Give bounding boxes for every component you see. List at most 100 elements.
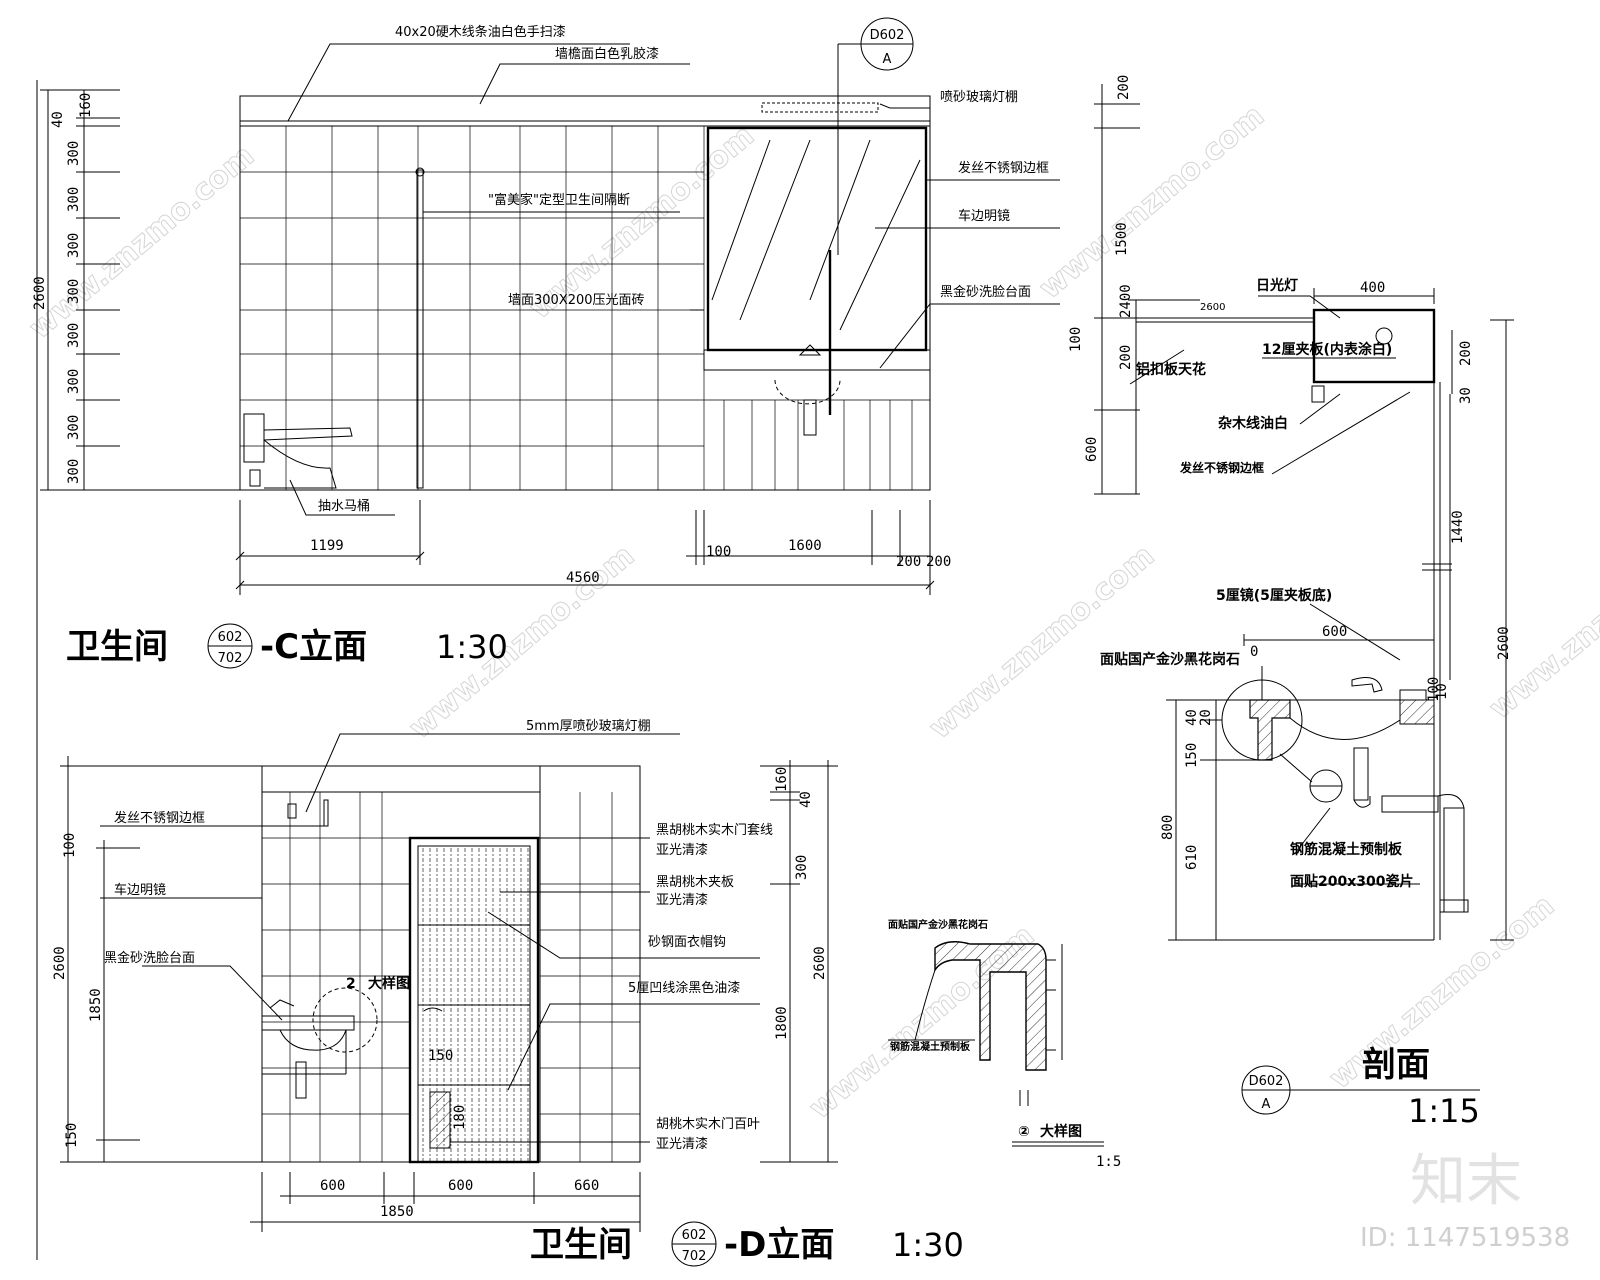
c-title: 卫生间: [66, 627, 168, 667]
c-dim-300-5: 300: [66, 323, 82, 348]
sec-dim-200: 200: [1118, 345, 1134, 370]
c-elevation: D602 A 40x20硬木线条油白色手扫漆 墙檐面白色乳胶漆 喷砂玻璃灯棚 "…: [32, 17, 1060, 669]
c-dim-1199: 1199: [310, 538, 344, 554]
c-label-eave: 墙檐面白色乳胶漆: [555, 46, 659, 62]
sec-dim-100-small: 100: [1426, 677, 1442, 702]
c-dim-300-7: 300: [66, 415, 82, 440]
detail-label-concrete: 钢筋混凝土预制板: [890, 1040, 971, 1053]
sec-dim-600: 600: [1084, 437, 1100, 462]
d-dim-150-left: 150: [64, 1123, 80, 1148]
sec-dim-40: 40: [1184, 709, 1200, 726]
section-view: 200 1500 2400 2600 100 200 600 400 200 3…: [1068, 75, 1514, 1130]
d-dim-2600-left: 2600: [52, 946, 68, 980]
d-detail-num: 2: [346, 976, 356, 992]
c-basin-top: [703, 349, 931, 371]
svg-text:www.znzmo.com: www.znzmo.com: [923, 538, 1161, 746]
svg-text:www.znzmo.com: www.znzmo.com: [1483, 518, 1600, 726]
sec-dim-100: 100: [1068, 327, 1084, 352]
detail-title: 大样图: [1040, 1123, 1082, 1140]
d-dim-660: 660: [574, 1178, 599, 1194]
sec-dim-20: 20: [1198, 709, 1214, 726]
c-dim-100: 100: [706, 544, 731, 560]
d-leaders: [100, 733, 760, 1143]
c-dim-160: 160: [78, 93, 94, 118]
d-dims-right: [760, 760, 838, 1163]
d-label-door-panel-2: 亚光清漆: [656, 892, 708, 908]
c-dim-200b: 200: [926, 554, 951, 570]
sec-dim-1440: 1440: [1450, 510, 1466, 544]
d-dim-150-inner: 150: [428, 1048, 453, 1064]
d-dim-2600-right: 2600: [812, 946, 828, 980]
d-label-basin-top: 黑金砂洗脸台面: [104, 950, 195, 966]
d-label-glass-canopy: 5mm厚喷砂玻璃灯棚: [526, 719, 651, 734]
sec-tag-top: D602: [1249, 1074, 1284, 1089]
sec-dim-400: 400: [1360, 280, 1385, 296]
sec-dim-200-right: 200: [1458, 341, 1474, 366]
d-label-louver-1: 胡桃木实木门百叶: [656, 1117, 760, 1132]
d-dims-bottom: [250, 1172, 641, 1232]
c-title-tag-top: 602: [218, 630, 243, 645]
d-elevation: 5mm厚喷砂玻璃灯棚 发丝不锈钢边框 车边明镜 黑金砂洗脸台面 黑胡桃木实木门套…: [52, 719, 964, 1267]
d-dim-1850: 1850: [380, 1204, 414, 1220]
c-title-tag-bottom: 702: [218, 651, 243, 666]
sec-dim-1500: 1500: [1114, 222, 1130, 256]
c-label-basin-top: 黑金砂洗脸台面: [940, 284, 1031, 300]
c-label-mirror: 车边明镜: [958, 208, 1010, 224]
sec-scale: 1:15: [1408, 1092, 1480, 1130]
sec-label-aluminum: 铝扣板天花: [1136, 361, 1206, 378]
brand-id: ID: 1147519538: [1360, 1223, 1570, 1253]
c-title-suffix: -C立面: [260, 627, 367, 667]
d-dim-300: 300: [794, 855, 810, 880]
sec-level-2600: 2600: [1200, 302, 1225, 313]
d-label-hook: 砂钢面衣帽钩: [648, 934, 726, 950]
c-section-tag-bottom: A: [883, 52, 892, 67]
c-dim-300-6: 300: [66, 369, 82, 394]
sec-dim-600-width: 600: [1322, 624, 1347, 640]
sec-dim-30-right: 30: [1458, 387, 1474, 404]
sec-title: 剖面: [1362, 1045, 1430, 1085]
c-wall-outline: [239, 95, 931, 491]
c-glass-canopy: [761, 102, 879, 113]
c-label-partition: "富美家"定型卫生间隔断: [488, 192, 630, 208]
d-label-louver-2: 亚光清漆: [656, 1136, 708, 1152]
sec-dim-800: 800: [1160, 815, 1176, 840]
sec-tag-bottom: A: [1262, 1097, 1271, 1112]
c-section-tag-top: D602: [870, 28, 905, 43]
d-basin-top: [261, 1015, 355, 1031]
c-toilet: [243, 413, 353, 489]
d-louver: [429, 1091, 451, 1149]
sec-dim-200-top: 200: [1116, 75, 1132, 100]
c-mirror-glare: [711, 139, 921, 331]
sec-drain: [1353, 747, 1469, 913]
sec-dim-610: 610: [1184, 845, 1200, 870]
d-detail-callout: 大样图: [368, 975, 410, 992]
c-leaders: [287, 43, 1060, 516]
d-label-steel-frame: 发丝不锈钢边框: [114, 810, 205, 826]
c-dim-1600: 1600: [788, 538, 822, 554]
sec-dim-2600: 2600: [1496, 626, 1512, 660]
c-tile-grid: [240, 126, 930, 490]
brand-logo: 知末: [1410, 1149, 1522, 1214]
d-title: 卫生间: [530, 1225, 632, 1265]
c-label-glass-canopy: 喷砂玻璃灯棚: [940, 90, 1018, 105]
detail-2: 面贴国产金沙黑花岗石 钢筋混凝土预制板 ② 大样图 1:5: [888, 918, 1121, 1170]
c-partition-pole: [416, 169, 424, 489]
c-dim-2600: 2600: [32, 276, 48, 310]
sec-label-tile: 面贴200x300瓷片: [1290, 873, 1413, 890]
d-dim-600a: 600: [320, 1178, 345, 1194]
svg-text:www.znzmo.com: www.znzmo.com: [1323, 888, 1561, 1096]
c-dims-bottom: [235, 500, 935, 595]
d-label-door-trim-2: 亚光清漆: [656, 842, 708, 858]
svg-text:www.znzmo.com: www.znzmo.com: [23, 138, 261, 346]
d-dims-left: [60, 756, 262, 1163]
sec-label-concrete: 钢筋混凝土预制板: [1290, 841, 1403, 858]
d-dim-180-inner: 180: [452, 1105, 468, 1130]
sec-leaders: [1129, 295, 1420, 885]
c-dim-4560: 4560: [566, 570, 600, 586]
d-dim-100: 100: [62, 833, 78, 858]
sec-label-fluorescent: 日光灯: [1256, 277, 1298, 294]
c-label-toilet: 抽水马桶: [318, 499, 370, 514]
c-dim-300-3: 300: [66, 233, 82, 258]
